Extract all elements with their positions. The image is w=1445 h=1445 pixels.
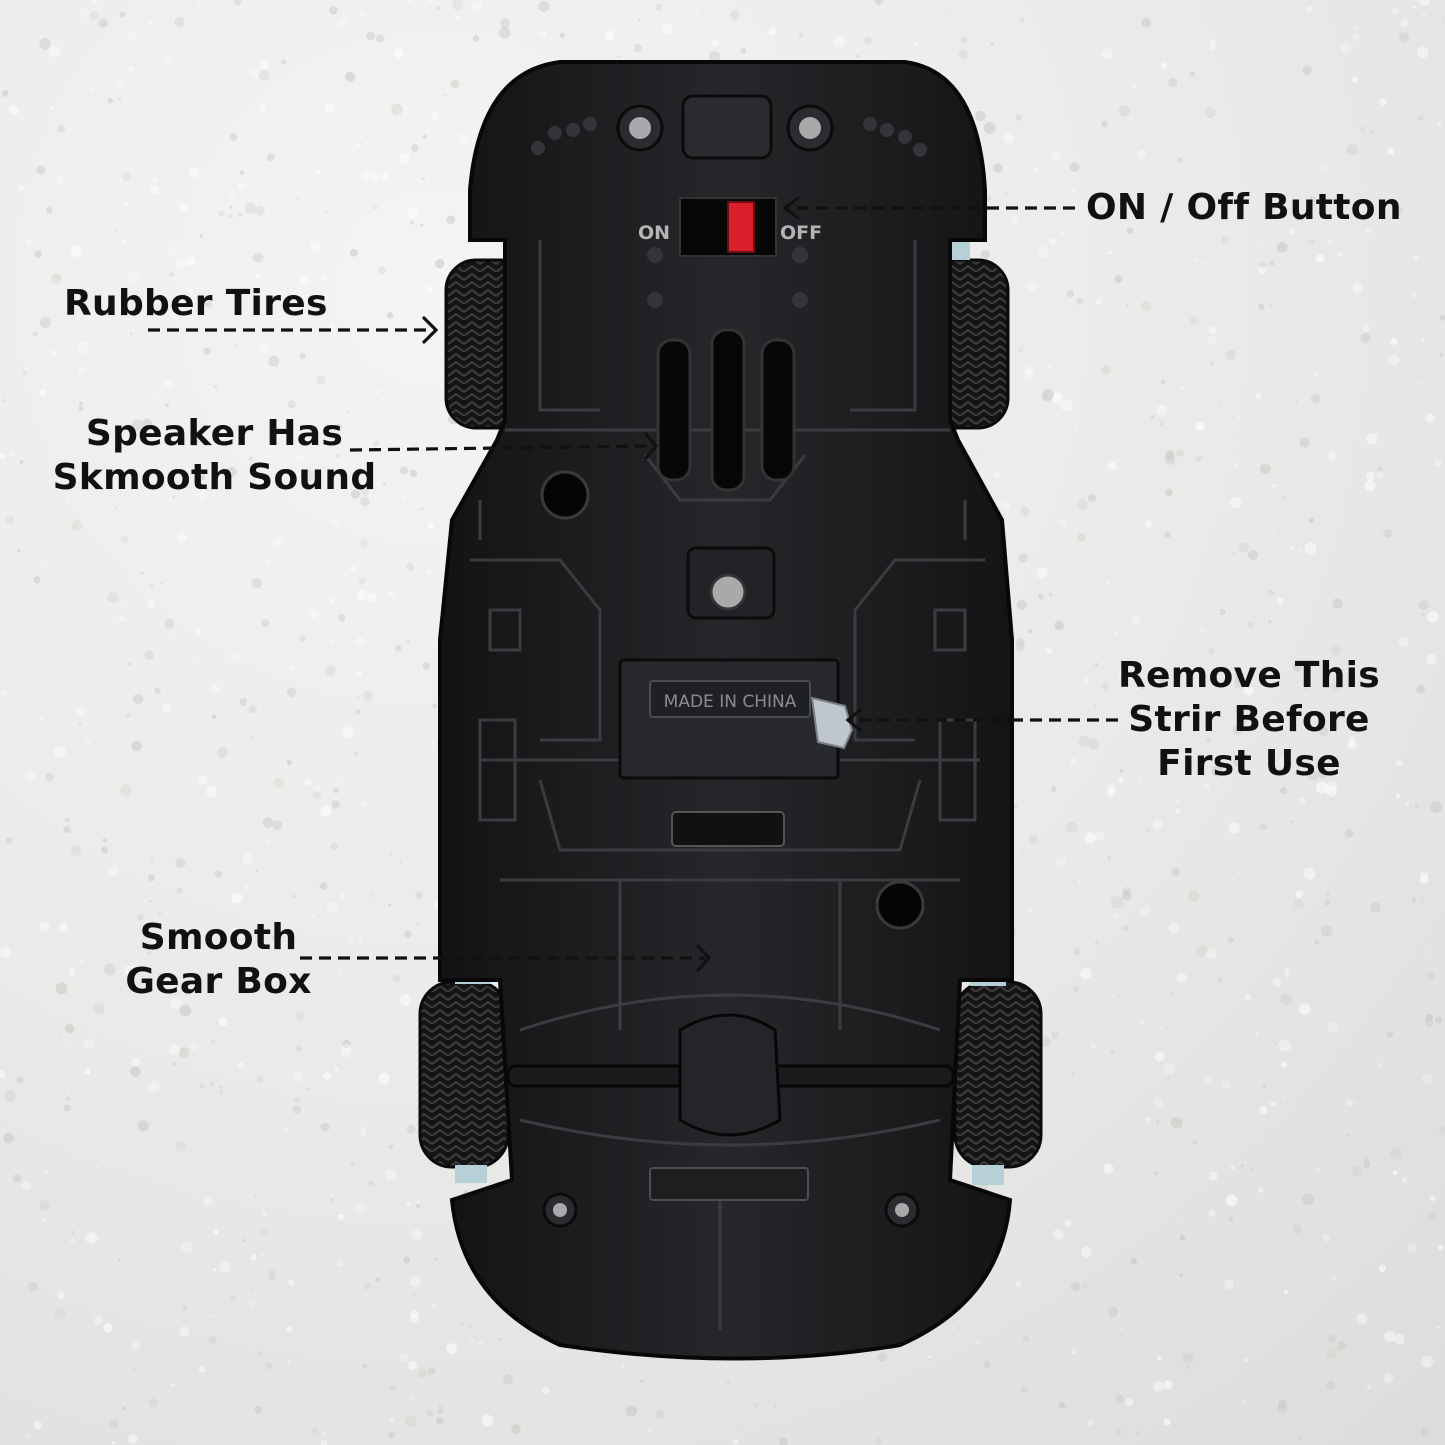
callout-rubber-tires: Rubber Tires xyxy=(64,283,328,324)
switch-on-label: ON xyxy=(638,222,670,244)
rear-screws xyxy=(542,1192,920,1228)
leader-speaker xyxy=(349,444,653,452)
gear-box-housing xyxy=(678,1013,782,1137)
front-screws xyxy=(616,94,834,160)
callout-gear-box: Smooth Gear Box xyxy=(125,917,312,1002)
leader-arrowheads xyxy=(422,196,862,972)
made-in-stamp: MADE IN CHINA xyxy=(664,692,797,712)
callout-on-off-button: ON / Off Button xyxy=(1086,187,1402,228)
power-switch xyxy=(679,197,777,257)
rear-axle xyxy=(506,1013,955,1137)
rear-plate xyxy=(649,1167,809,1201)
center-screw xyxy=(686,546,776,620)
vent-dots xyxy=(531,117,927,308)
battery-cover xyxy=(618,658,840,780)
callout-speaker: Speaker Has Skmooth Sound xyxy=(52,413,377,498)
battery-contacts xyxy=(671,811,785,847)
callout-remove-strip: Remove This Strir Before First Use xyxy=(1117,655,1381,784)
switch-off-label: OFF xyxy=(780,222,822,244)
rear-right-tire xyxy=(953,964,1043,1185)
remove-strip-tab xyxy=(810,696,854,750)
callout-leaders xyxy=(148,206,1118,960)
rear-left-tire xyxy=(418,964,510,1183)
speaker-grille xyxy=(656,328,796,492)
chassis-holes xyxy=(540,470,925,930)
